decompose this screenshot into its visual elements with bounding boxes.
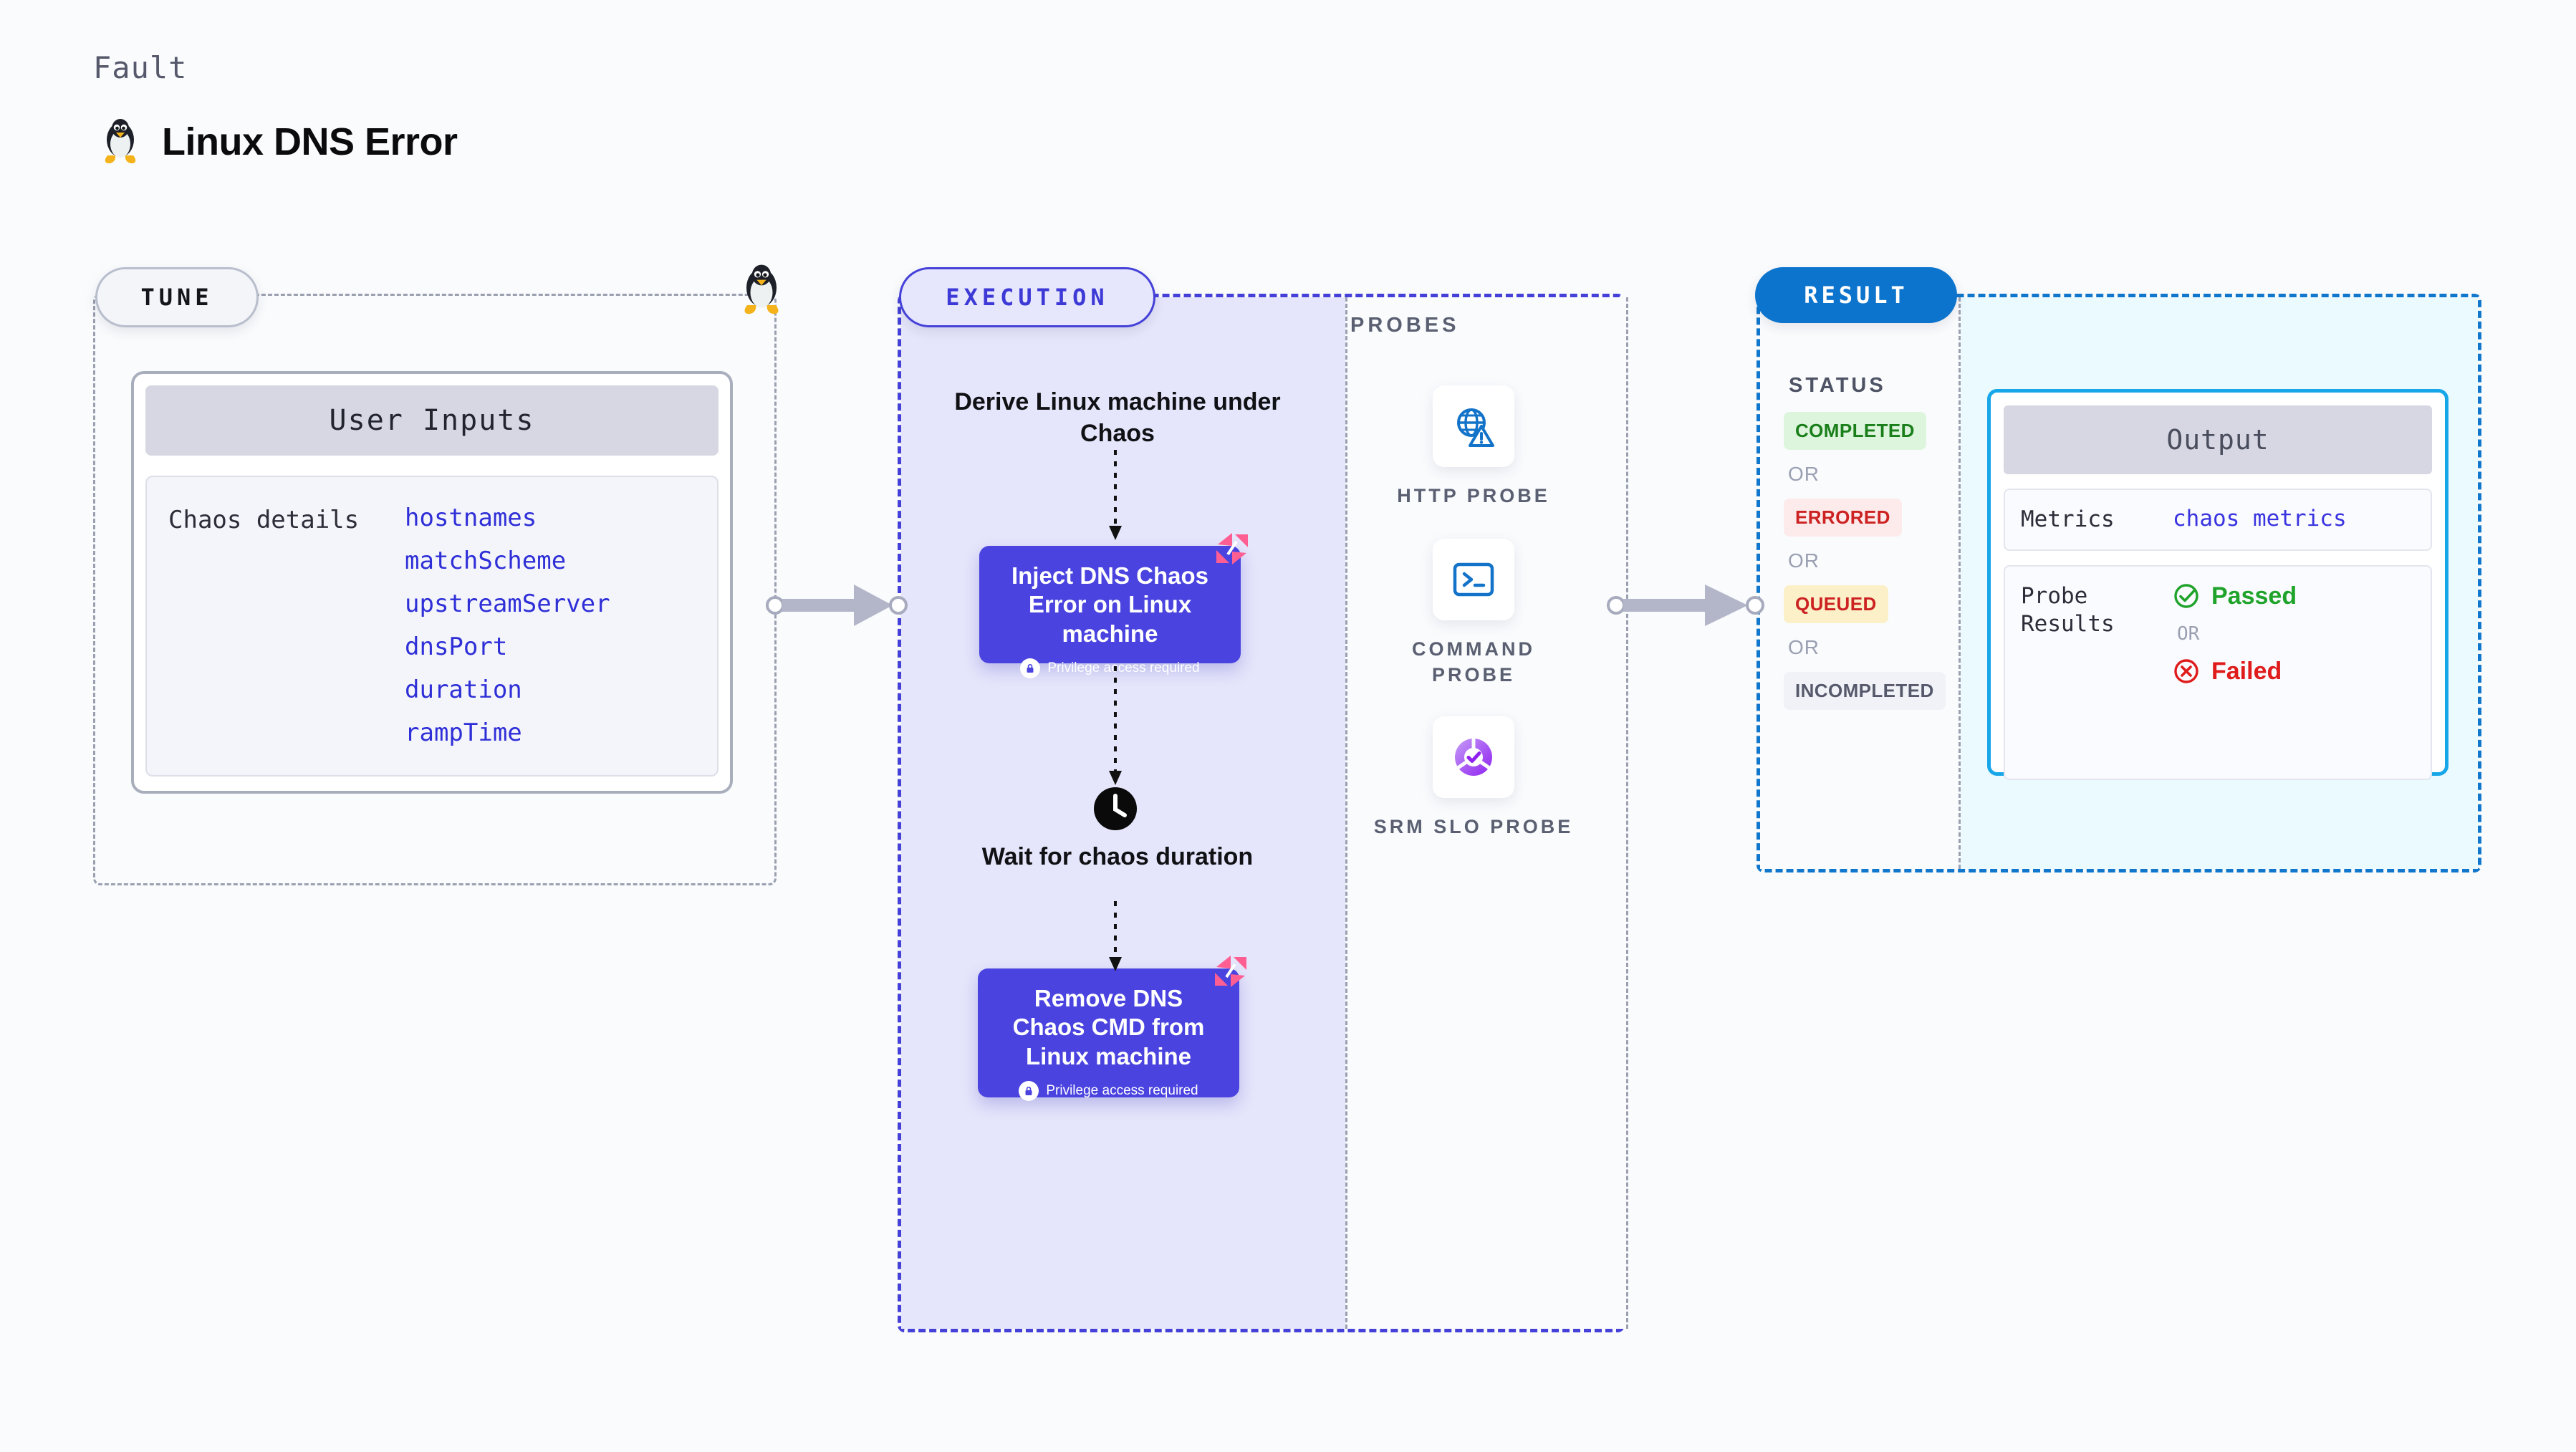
- derive-step-label: Derive Linux machine under Chaos: [954, 388, 1281, 447]
- input-dnsport[interactable]: dnsPort: [405, 633, 508, 661]
- probe-result-passed: Passed: [2173, 582, 2297, 610]
- wait-step-label: Wait for chaos duration: [981, 843, 1254, 870]
- user-inputs-title: User Inputs: [145, 385, 719, 456]
- inject-chaos-note: Privilege access required: [1047, 660, 1200, 675]
- chaos-logo-icon: [1215, 956, 1246, 987]
- status-or: OR: [1788, 636, 1820, 658]
- probe-result-failed: Failed: [2173, 658, 2297, 686]
- page-title: Linux DNS Error: [162, 120, 458, 163]
- remove-chaos-note: Privilege access required: [1046, 1082, 1198, 1098]
- chaos-details-box: Chaos details hostnames matchScheme upst…: [145, 476, 719, 777]
- linux-tux-icon-marker: [744, 264, 779, 314]
- probe-results-row: Probe Results Passed OR Failed: [2004, 564, 2432, 780]
- chaos-logo-icon: [1216, 533, 1248, 564]
- input-upstreamserver[interactable]: upstreamServer: [405, 590, 610, 618]
- tune-panel: User Inputs Chaos details hostnames matc…: [93, 294, 777, 885]
- inject-chaos-step[interactable]: Inject DNS Chaos Error on Linux machine …: [979, 533, 1248, 678]
- status-badge-errored: ERRORED: [1784, 499, 1902, 537]
- input-duration[interactable]: duration: [405, 675, 522, 704]
- remove-chaos-note-row: Privilege access required: [995, 1080, 1222, 1101]
- probes-panel: [1345, 297, 1628, 1329]
- check-circle-icon: [2174, 584, 2198, 608]
- x-circle-icon: [2174, 659, 2198, 683]
- slo-check-icon: [1455, 739, 1492, 776]
- probe-item-srm-slo[interactable]: SRM SLO PROBE: [1373, 716, 1574, 840]
- status-list: COMPLETED OR ERRORED OR QUEUED OR INCOMP…: [1784, 412, 1956, 710]
- input-matchscheme[interactable]: matchScheme: [405, 547, 567, 575]
- status-badge-incompleted: INCOMPLETED: [1784, 672, 1946, 710]
- remove-chaos-title: Remove DNS Chaos CMD from Linux machine: [1012, 985, 1205, 1069]
- input-ramptime[interactable]: rampTime: [405, 718, 522, 747]
- metrics-row: Metrics chaos metrics: [2004, 489, 2432, 551]
- connector-execution-to-result: [1607, 585, 1764, 626]
- linux-tux-icon: [105, 119, 136, 163]
- probe-results-values: Passed OR Failed: [2173, 582, 2297, 763]
- connector-tune-to-execution: [766, 585, 908, 626]
- page-title-row: Linux DNS Error: [100, 118, 458, 165]
- flow-arrow-inject-to-wait: [1109, 666, 1122, 785]
- probe-tile: [1433, 716, 1514, 798]
- metrics-value[interactable]: chaos metrics: [2173, 506, 2347, 532]
- lock-icon: [1020, 658, 1041, 678]
- user-inputs-card: User Inputs Chaos details hostnames matc…: [131, 371, 733, 794]
- result-status-column: [1760, 297, 1961, 869]
- remove-chaos-step[interactable]: Remove DNS Chaos CMD from Linux machine …: [978, 956, 1246, 1101]
- input-hostnames[interactable]: hostnames: [405, 504, 537, 532]
- probe-results-key: Probe Results: [2021, 582, 2115, 637]
- execution-badge[interactable]: EXECUTION: [899, 267, 1155, 327]
- failed-label: Failed: [2211, 657, 2282, 685]
- inject-chaos-note-row: Privilege access required: [996, 658, 1224, 678]
- lock-icon: [1019, 1080, 1039, 1101]
- status-label: STATUS: [1789, 374, 1886, 397]
- probe-label: HTTP PROBE: [1397, 485, 1550, 506]
- status-or: OR: [1788, 549, 1820, 572]
- probes-label: PROBES: [1350, 314, 1460, 337]
- probe-item-command[interactable]: COMMAND PROBE: [1373, 539, 1574, 688]
- clock-icon: [1094, 787, 1137, 830]
- status-badge-completed: COMPLETED: [1784, 412, 1926, 450]
- execution-probes-container: [898, 294, 1628, 1332]
- passed-label: Passed: [2211, 582, 2297, 610]
- status-badge-queued: QUEUED: [1784, 585, 1888, 623]
- result-badge[interactable]: RESULT: [1755, 267, 1957, 323]
- inject-chaos-title: Inject DNS Chaos Error on Linux machine: [1011, 562, 1209, 647]
- page-kicker: Fault: [93, 50, 188, 85]
- flow-arrow-derive-to-inject: [1109, 450, 1122, 540]
- probe-item-http[interactable]: HTTP PROBE: [1373, 385, 1574, 509]
- probe-label: SRM SLO PROBE: [1373, 816, 1574, 837]
- output-card: Output Metrics chaos metrics Probe Resul…: [1987, 389, 2448, 780]
- globe-warning-icon: [1457, 408, 1494, 447]
- metrics-key: Metrics: [2021, 506, 2115, 532]
- tune-badge[interactable]: TUNE: [95, 267, 259, 327]
- chaos-details-values: hostnames matchScheme upstreamServer dns…: [405, 506, 610, 775]
- probe-tile: [1433, 539, 1514, 620]
- probe-tile: [1433, 385, 1514, 467]
- probe-label: COMMAND PROBE: [1412, 638, 1535, 686]
- terminal-icon: [1453, 562, 1494, 597]
- output-title: Output: [2004, 405, 2432, 474]
- status-or: OR: [1788, 463, 1820, 485]
- probe-result-or: OR: [2177, 622, 2200, 645]
- flow-arrow-wait-to-remove: [1109, 901, 1122, 971]
- chaos-details-label: Chaos details: [168, 506, 360, 534]
